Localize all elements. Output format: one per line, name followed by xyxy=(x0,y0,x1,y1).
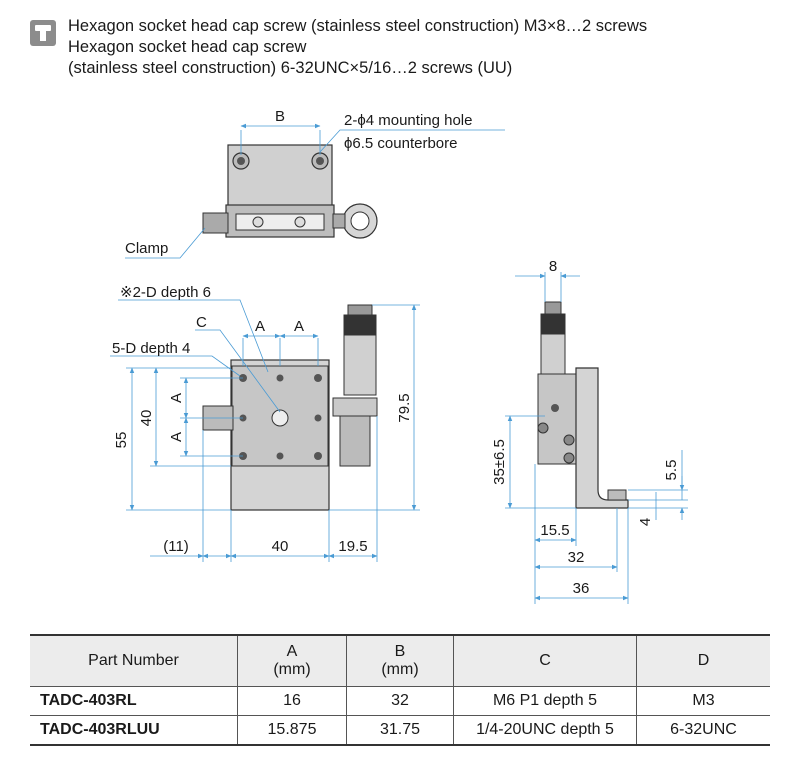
dim-32: 32 xyxy=(568,549,585,566)
dim-15-5: 15.5 xyxy=(540,522,569,539)
table-header-row: Part Number A(mm) B(mm) C D xyxy=(30,634,770,687)
cell-d: M3 xyxy=(636,686,770,716)
dim-a-side-1: A xyxy=(168,393,185,403)
cell-b: 32 xyxy=(346,686,454,716)
dim-a-side-2: A xyxy=(168,432,185,442)
cell-part-number: TADC-403RLUU xyxy=(30,715,238,746)
header-b: B(mm) xyxy=(346,634,454,687)
dim-5-5: 5.5 xyxy=(663,460,680,481)
dim-40-horizontal: 40 xyxy=(272,538,289,555)
cell-c: M6 P1 depth 5 xyxy=(453,686,637,716)
header-line-3: (stainless steel construction) 6-32UNC×5… xyxy=(68,59,513,77)
side-view: 8 35±6.5 5.5 4 15.5 32 36 xyxy=(491,258,688,604)
table-row: TADC-403RLUU 15.875 31.75 1/4-20UNC dept… xyxy=(30,715,770,746)
dim-55: 55 xyxy=(113,432,130,449)
dim-79-5: 79.5 xyxy=(396,393,413,422)
table-row: TADC-403RL 16 32 M6 P1 depth 5 M3 xyxy=(30,686,770,716)
cell-d: 6-32UNC xyxy=(636,715,770,746)
depth-2d-label: ※2-D depth 6 xyxy=(120,284,211,301)
dim-40-vertical: 40 xyxy=(138,410,155,427)
header-line-1: Hexagon socket head cap screw (stainless… xyxy=(68,17,648,35)
header-a: A(mm) xyxy=(237,634,347,687)
dim-a-top-2: A xyxy=(294,318,304,335)
dim-11: (11) xyxy=(163,538,189,555)
cell-a: 16 xyxy=(237,686,347,716)
dim-19-5: 19.5 xyxy=(338,538,367,555)
cell-a: 15.875 xyxy=(237,715,347,746)
counterbore-callout: ϕ6.5 counterbore xyxy=(344,135,457,152)
front-view: ※2-D depth 6 C 5-D depth 4 A A A A 40 55 xyxy=(110,284,420,562)
screw-icon xyxy=(30,20,56,46)
dim-8: 8 xyxy=(549,258,557,275)
clamp-label: Clamp xyxy=(125,240,168,257)
header-c: C xyxy=(453,634,637,687)
c-label: C xyxy=(196,314,207,331)
spec-table: Part Number A(mm) B(mm) C D TADC-403RL 1… xyxy=(30,634,770,746)
header-d: D xyxy=(636,634,770,687)
dim-b-label: B xyxy=(275,108,285,125)
dim-a-top-1: A xyxy=(255,318,265,335)
dim-36: 36 xyxy=(573,580,590,597)
header-line-2: Hexagon socket head cap screw xyxy=(68,38,307,56)
dim-35: 35±6.5 xyxy=(491,439,508,485)
technical-drawing: B 2-ϕ4 mounting hole ϕ6.5 counterbore Cl… xyxy=(110,108,688,604)
header-text: Hexagon socket head cap screw (stainless… xyxy=(68,16,647,79)
dim-4: 4 xyxy=(637,518,654,526)
depth-5d-label: 5-D depth 4 xyxy=(112,340,190,357)
cell-c: 1/4-20UNC depth 5 xyxy=(453,715,637,746)
top-view: B 2-ϕ4 mounting hole ϕ6.5 counterbore Cl… xyxy=(125,108,505,259)
header-part-number: Part Number xyxy=(30,634,238,687)
cell-part-number: TADC-403RL xyxy=(30,686,238,716)
mounting-hole-callout: 2-ϕ4 mounting hole xyxy=(344,112,472,129)
cell-b: 31.75 xyxy=(346,715,454,746)
